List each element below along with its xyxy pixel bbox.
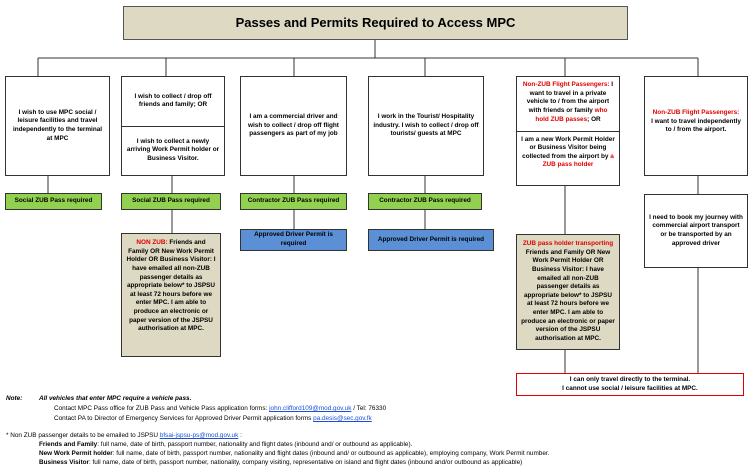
- jspsu-email-link[interactable]: bfsai-jspsu-ps@mod.gov.uk: [159, 432, 239, 439]
- pass-office-email-link[interactable]: john.clifford109@mod.gov.uk: [269, 405, 352, 412]
- pass-social-zub-1: Social ZUB Pass required: [5, 193, 102, 210]
- note-contact-pass-office: Contact MPC Pass office for ZUB Pass and…: [54, 405, 387, 412]
- pass-contractor-zub-2: Contractor ZUB Pass required: [368, 193, 482, 210]
- direct-terminal-line: I can only travel directly to the termin…: [569, 375, 691, 383]
- statement-non-zub-private: Non-ZUB Flight Passengers: I want to tra…: [517, 77, 619, 132]
- statement-non-zub-independent: Non-ZUB Flight Passengers: I want to tra…: [644, 76, 748, 176]
- footnote-business-visitor: Business Visitor: full name, date of bir…: [39, 459, 523, 466]
- direct-terminal-only-box: I can only travel directly to the termin…: [516, 373, 744, 396]
- statement-tourist-hospitality: I work in the Tourist/ Hospitality indus…: [368, 76, 484, 176]
- non-zub-requirements: NON ZUB: Friends and Family OR New Work …: [121, 233, 221, 357]
- no-social-facilities-line: I cannot use social / leisure facilities…: [562, 384, 698, 392]
- permit-approved-driver-2: Approved Driver Permit is required: [368, 229, 494, 251]
- non-zub-text: Friends and Family OR New Work Permit Ho…: [126, 239, 216, 333]
- statement-social-leisure: I wish to use MPC social / leisure facil…: [5, 76, 110, 176]
- pass-social-zub-2: Social ZUB Pass required: [121, 193, 221, 210]
- statement-book-transport: I need to book my journey with commercia…: [644, 194, 748, 268]
- statement-non-zub-private-box: Non-ZUB Flight Passengers: I want to tra…: [516, 76, 620, 186]
- footnote-jspsu: * Non ZUB passenger details to be emaile…: [6, 432, 242, 439]
- statement-collect-box: I wish to collect / drop off friends and…: [121, 76, 225, 176]
- page-title: Passes and Permits Required to Access MP…: [123, 6, 628, 40]
- statement-commercial-driver: I am a commercial driver and wish to col…: [240, 76, 347, 176]
- note-contact-pa: Contact PA to Director of Emergency Serv…: [54, 415, 372, 422]
- note-vehicle-pass: All vehicles that enter MPC require a ve…: [39, 395, 192, 402]
- pa-email-link[interactable]: pa.desis@sec.gov.fk: [313, 415, 372, 422]
- footnote-new-work-permit: New Work Permit holder: full name, date …: [39, 450, 550, 457]
- note-label: Note:: [6, 395, 23, 402]
- permit-approved-driver-1: Approved Driver Permit is required: [240, 229, 347, 251]
- statement-collect-friends: I wish to collect / drop off friends and…: [122, 77, 224, 127]
- statement-new-work-permit-collected: I am a new Work Permit Holder or Busines…: [521, 135, 615, 169]
- footnote-friends-family: Friends and Family: full name, date of b…: [39, 441, 413, 448]
- statement-collect-work-permit: I wish to collect a newly arriving Work …: [126, 137, 220, 163]
- zub-holder-transport-requirements: ZUB pass holder transporting Friends and…: [516, 234, 620, 350]
- non-zub-label: NON ZUB:: [136, 239, 168, 246]
- pass-contractor-zub-1: Contractor ZUB Pass required: [240, 193, 347, 210]
